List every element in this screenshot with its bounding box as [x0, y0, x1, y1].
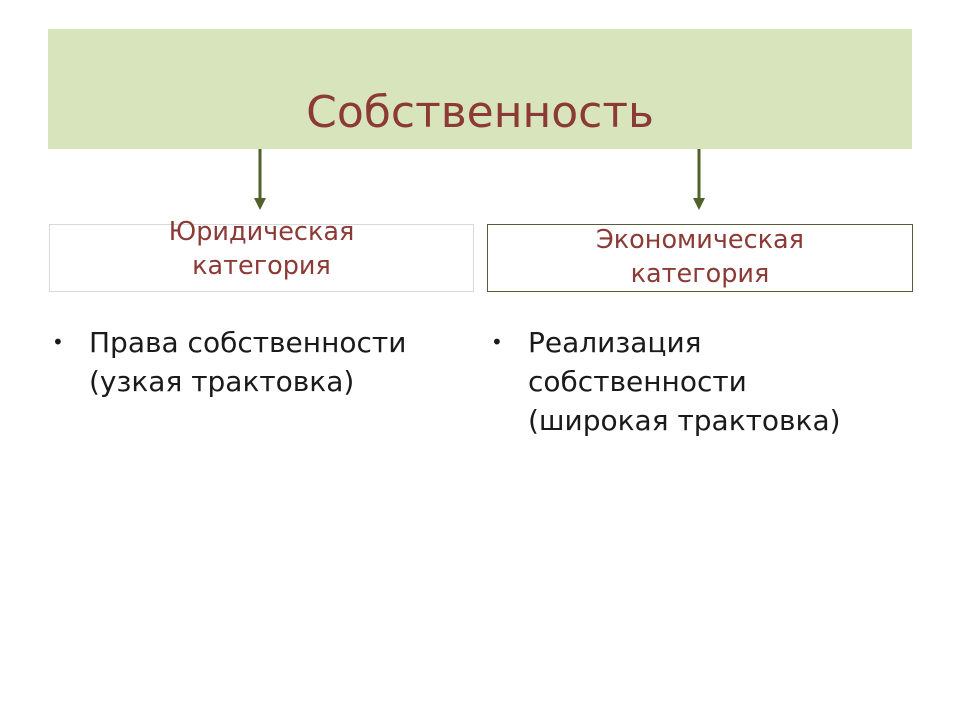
legal-bullet-line2: (узкая трактовка) [89, 365, 355, 398]
list-item: • Права собственности (узкая трактовка) [52, 323, 462, 401]
economic-category-box: Экономическая категория [487, 224, 913, 292]
arrow-to-legal-category [254, 149, 266, 210]
economic-bullet-list: • Реализация собственности (широкая трак… [491, 323, 911, 440]
legal-category-line1: Юридическая [168, 217, 355, 247]
economic-category-line1: Экономическая [595, 225, 805, 255]
economic-category-line2: категория [630, 259, 770, 289]
bullet-icon: • [491, 330, 503, 354]
economic-bullet-line2: собственности [528, 365, 747, 398]
bullet-icon: • [52, 330, 64, 354]
legal-category-box: Юридическая категория [49, 217, 474, 292]
legal-category-label: Юридическая категория [50, 215, 473, 283]
legal-category-line2: категория [192, 251, 331, 281]
list-item: • Реализация собственности (широкая трак… [491, 323, 911, 440]
economic-bullet-line1: Реализация [528, 326, 702, 359]
diagram-title: Собственность [306, 87, 654, 138]
economic-bullet-line3: (широкая трактовка) [528, 404, 841, 437]
economic-category-label: Экономическая категория [488, 223, 912, 291]
legal-bullet-line1: Права собственности [89, 326, 407, 359]
title-box: Собственность [48, 29, 912, 149]
legal-bullet-list: • Права собственности (узкая трактовка) [52, 323, 462, 401]
arrow-to-economic-category [693, 149, 705, 210]
